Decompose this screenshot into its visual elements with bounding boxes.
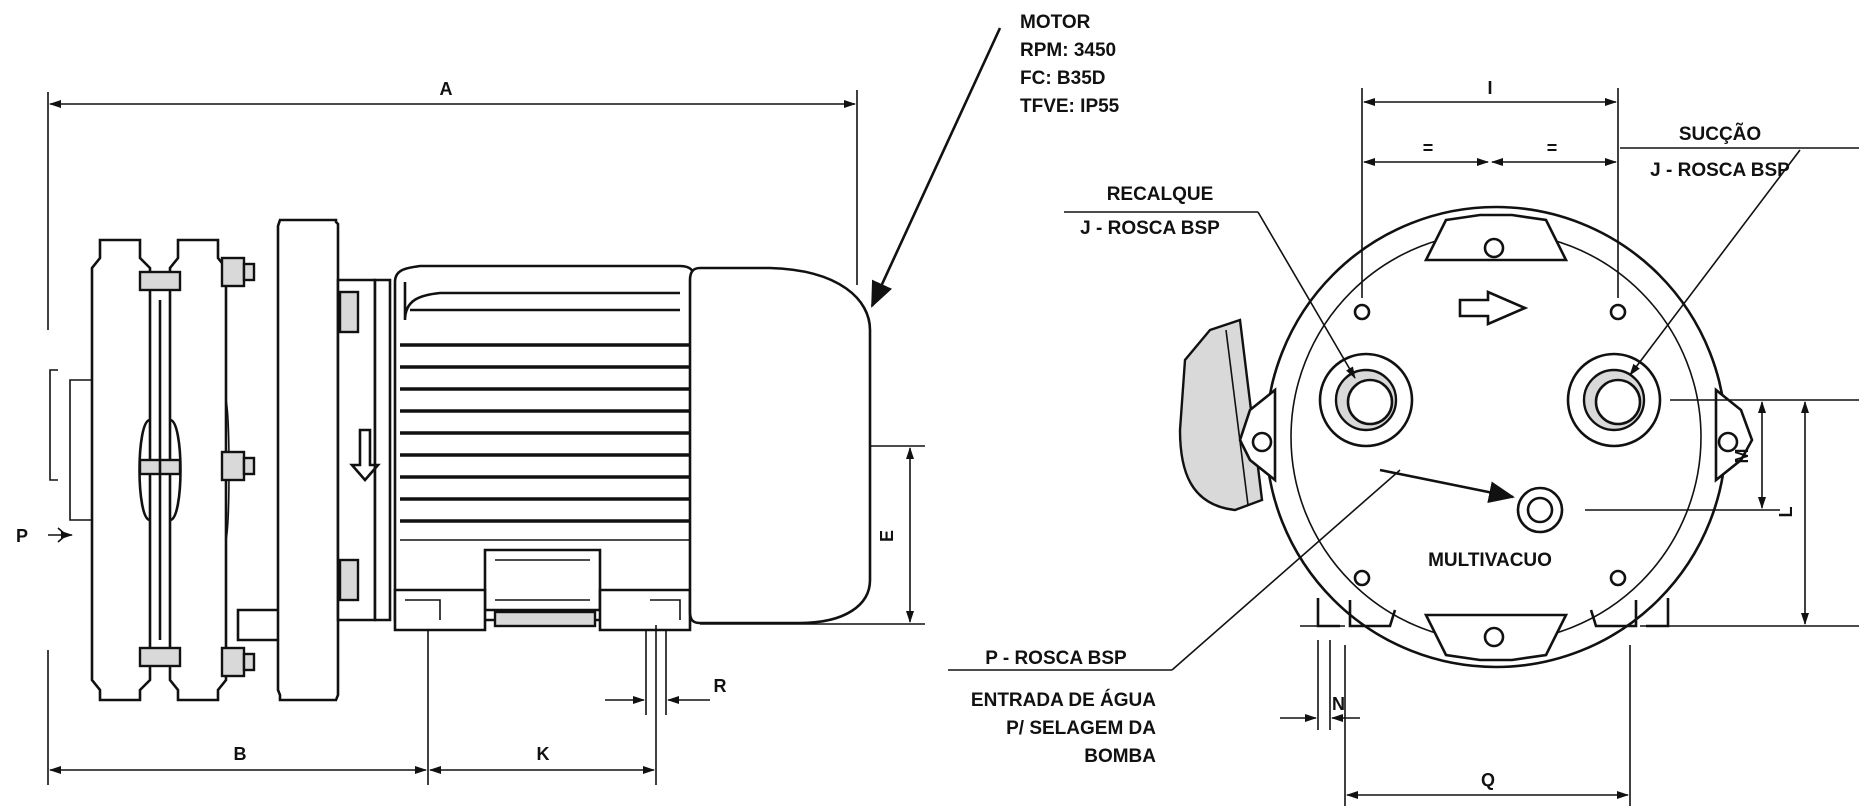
motor-leader-arrow — [870, 27, 1002, 308]
motor-spec-block: MOTOR RPM: 3450 FC: B35D TFVE: IP55 — [1020, 12, 1120, 117]
front-view: I = = M L N Q RECALQUE J - ROSCA BSP SUC… — [948, 78, 1859, 806]
casing-bolts — [220, 256, 256, 678]
dim-n-label: N — [1332, 694, 1345, 714]
dim-r-label: R — [714, 676, 727, 696]
rotation-arrow-icon — [1458, 290, 1529, 326]
dim-eq1-label: = — [1423, 138, 1434, 158]
dim-m-label: M — [1732, 449, 1752, 464]
recalque-label: RECALQUE — [1107, 184, 1214, 205]
front-dimensions — [1280, 88, 1859, 806]
adapter-flange — [236, 218, 392, 702]
dim-a-label: A — [440, 79, 453, 99]
p-thread-label: P - ROSCA BSP — [985, 648, 1127, 669]
dim-eq2-label: = — [1547, 138, 1558, 158]
dim-i-label: I — [1487, 78, 1492, 98]
motor-body — [349, 264, 697, 632]
succao-thread-label: J - ROSCA BSP — [1650, 160, 1790, 181]
motor-rpm: RPM: 3450 — [1020, 40, 1116, 61]
dim-e-label: E — [877, 530, 897, 542]
dim-l-label: L — [1776, 507, 1796, 518]
motor-fc: FC: B35D — [1020, 68, 1106, 89]
entrada-line-2: P/ SELAGEM DA — [1006, 718, 1156, 739]
terminal-box — [1178, 318, 1264, 512]
dim-p-label: P — [16, 526, 28, 546]
motor-tfve: TFVE: IP55 — [1020, 96, 1120, 117]
recalque-thread-label: J - ROSCA BSP — [1080, 218, 1220, 239]
callout-leaders — [948, 147, 1859, 671]
side-view: A B K R E P MOTOR RPM: 3450 FC: B35D TFV… — [16, 12, 1120, 785]
pump-body-circle — [1264, 205, 1728, 669]
dim-q-label: Q — [1481, 770, 1495, 790]
entrada-line-1: ENTRADA DE ÁGUA — [971, 689, 1156, 711]
top-lug — [1423, 213, 1569, 262]
multivacuo-port — [1516, 486, 1564, 534]
succao-label: SUCÇÃO — [1679, 123, 1761, 145]
entrada-line-3: BOMBA — [1084, 746, 1156, 767]
multivacuo-label: MULTIVACUO — [1428, 550, 1552, 571]
dim-b-label: B — [234, 744, 247, 764]
fan-cover — [688, 266, 872, 625]
dim-k-label: K — [537, 744, 550, 764]
suction-port — [1566, 352, 1662, 448]
discharge-port — [1318, 352, 1414, 448]
pump-casing — [49, 238, 230, 702]
motor-title: MOTOR — [1020, 12, 1091, 33]
side-dimensions — [47, 90, 925, 785]
